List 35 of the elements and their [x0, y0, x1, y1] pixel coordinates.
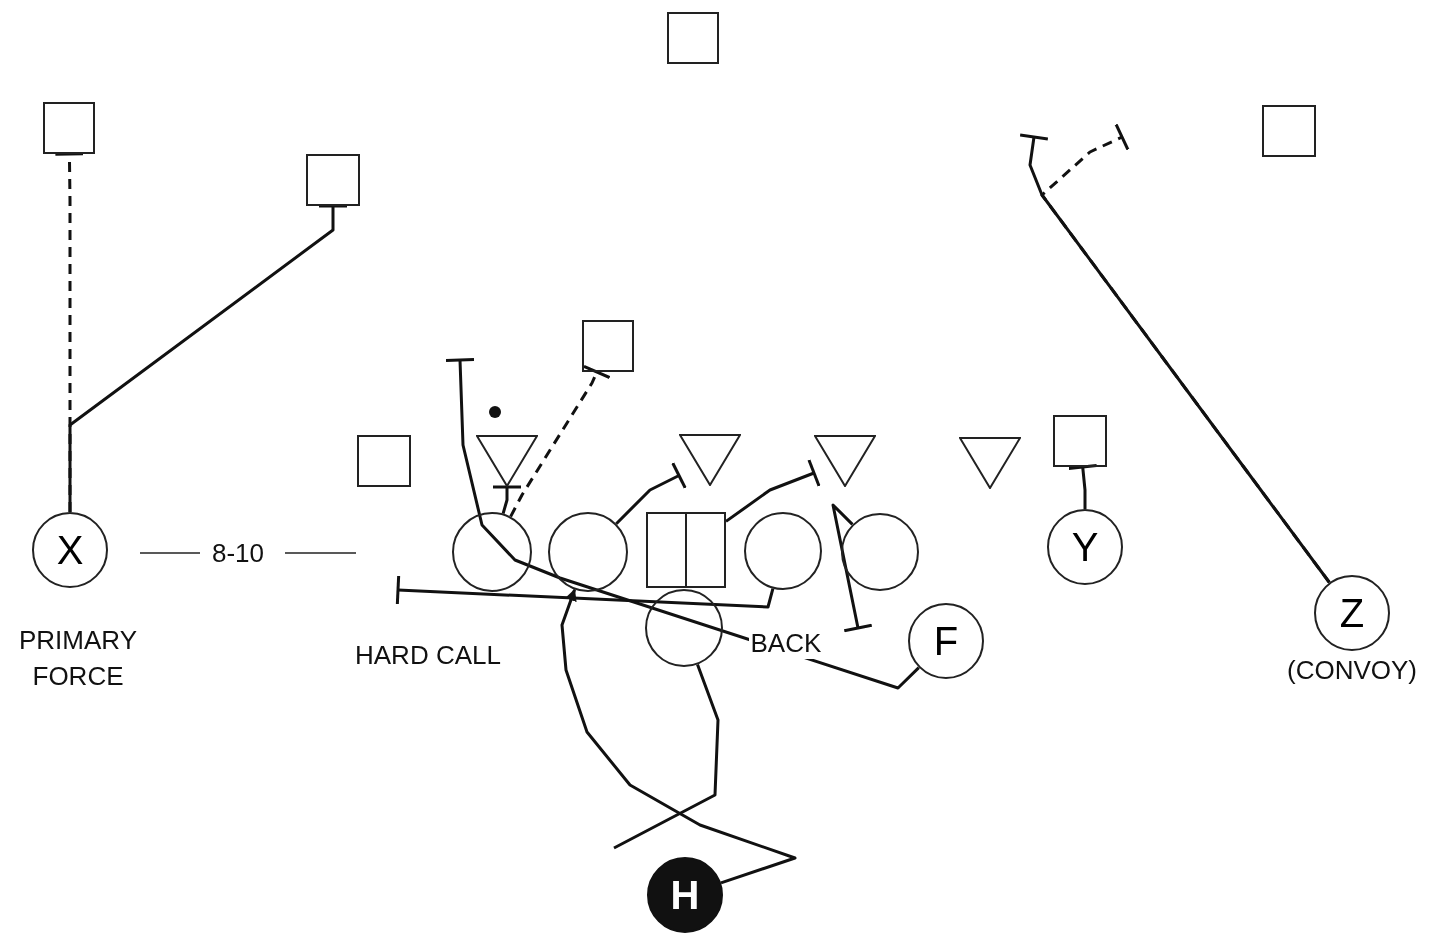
- player-circle: H: [647, 857, 723, 933]
- defender-square: [667, 12, 719, 64]
- block-route: [1067, 464, 1099, 509]
- block-route: [615, 461, 687, 525]
- block-route: [725, 458, 821, 523]
- block-route: [831, 503, 874, 633]
- defender-triangle: [679, 434, 741, 486]
- player-caption: PRIMARY FORCE: [18, 624, 138, 694]
- block-route: [509, 364, 612, 518]
- block-route: [395, 574, 775, 609]
- center-box: [646, 512, 726, 588]
- route-line: [613, 664, 720, 850]
- block-route: [53, 152, 85, 512]
- route-arrow: [560, 588, 797, 885]
- defender-triangle: [959, 437, 1021, 489]
- defender-square: [1053, 415, 1107, 467]
- player-circle: [744, 512, 822, 590]
- player-circle: [841, 513, 919, 591]
- player-circle: F: [908, 603, 984, 679]
- player-circle: Z: [1314, 575, 1390, 651]
- player-circle: Y: [1047, 509, 1123, 585]
- block-route: [491, 485, 523, 514]
- defender-square: [43, 102, 95, 154]
- block-route: [444, 358, 920, 690]
- player-circle: [452, 512, 532, 592]
- defender-square: [1262, 105, 1316, 157]
- defender-square: [582, 320, 634, 372]
- defender-triangle: [476, 435, 538, 487]
- defender-triangle: [814, 435, 876, 487]
- player-caption: (CONVOY): [1286, 654, 1418, 687]
- defender-square: [306, 154, 360, 206]
- defender-square: [357, 435, 411, 487]
- player-circle: [645, 589, 723, 667]
- player-circle: [548, 512, 628, 592]
- player-circle: X: [32, 512, 108, 588]
